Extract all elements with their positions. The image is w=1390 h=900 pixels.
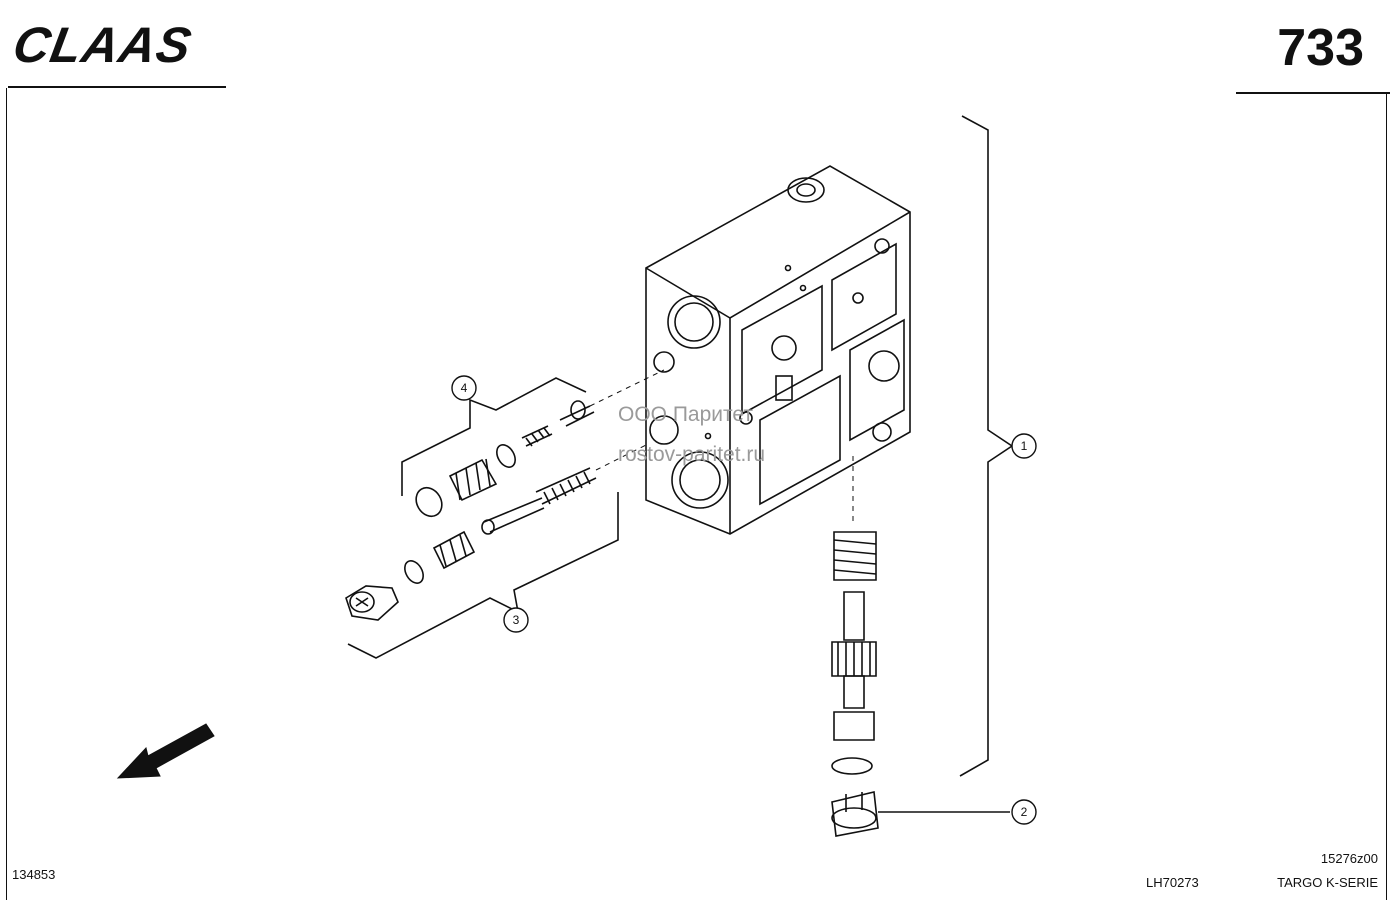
watermark-url: rostov-paritet.ru: [618, 443, 766, 466]
watermark-company: ООО Паритет: [618, 403, 754, 426]
callout-4-label: 4: [461, 381, 468, 395]
frame-left-border: [6, 88, 7, 900]
callout-1-label: 1: [1021, 439, 1028, 453]
callout-2-circle: [1011, 799, 1037, 825]
leader-callout-3: [347, 492, 619, 659]
footer-right-code-bottom: TARGO K-SERIE: [1277, 875, 1378, 890]
leader-callout-4: [401, 377, 587, 496]
bracket-callout-1: [959, 115, 1014, 777]
page-number-rule: [1236, 92, 1390, 94]
footer-right-code-top: 15276z00: [1320, 851, 1378, 866]
footer-center-code: LH70273: [1146, 875, 1199, 890]
vertical-spool-assembly: [831, 456, 879, 837]
logo-rule: [8, 86, 226, 88]
footer-left-code: 134853: [12, 867, 56, 882]
page-number: 733: [1277, 19, 1364, 77]
orientation-arrow-icon: [116, 723, 215, 779]
callout-1-circle: [1011, 433, 1037, 459]
insert-group-4: [415, 369, 665, 518]
callout-2-label: 2: [1021, 805, 1028, 819]
valve-block: [645, 165, 911, 535]
insert-group-3: [345, 443, 649, 621]
callout-3-label: 3: [513, 613, 520, 627]
frame-right-border: [1386, 92, 1387, 900]
callout-4-circle: [451, 375, 477, 401]
callout-3-circle: [503, 607, 529, 633]
